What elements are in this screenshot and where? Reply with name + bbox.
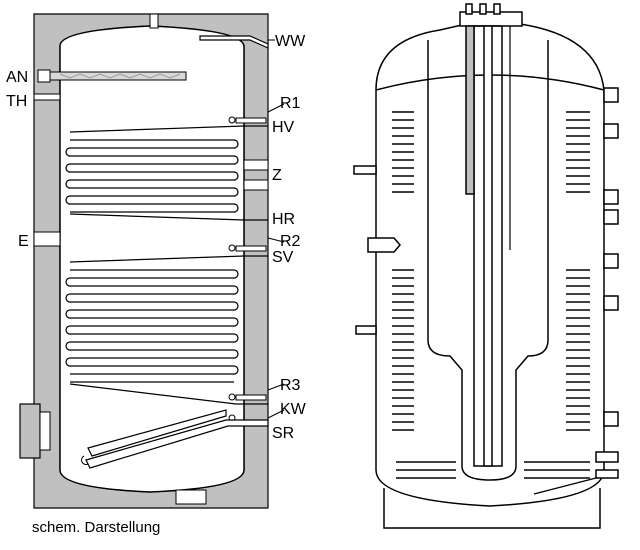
ww-pipe — [199, 35, 269, 49]
label-r1: R1 — [280, 95, 301, 112]
label-kw: KW — [280, 401, 307, 418]
inspection-flange — [19, 403, 41, 459]
schematic-tank: WW AN TH R1 HV Z HR E R2 SV R3 KW SR sch… — [6, 13, 307, 536]
caption: schem. Darstellung — [32, 519, 160, 536]
label-hr: HR — [272, 211, 295, 228]
label-sr: SR — [272, 425, 294, 442]
tank-base — [383, 488, 601, 529]
inner-tank — [427, 40, 549, 481]
cold-water-inlet — [87, 409, 227, 457]
label-an: AN — [6, 69, 28, 86]
label-z: Z — [272, 167, 282, 184]
label-r2: R2 — [280, 233, 301, 250]
label-r3: R3 — [280, 377, 301, 394]
label-e: E — [18, 233, 29, 250]
upper-coil — [65, 125, 268, 221]
label-th: TH — [6, 93, 27, 110]
label-sv: SV — [272, 249, 294, 266]
outline-tank — [353, 3, 619, 529]
label-ww: WW — [275, 33, 306, 50]
label-hv: HV — [272, 119, 295, 136]
immersion-rod — [465, 25, 475, 195]
lower-coil — [65, 255, 268, 405]
